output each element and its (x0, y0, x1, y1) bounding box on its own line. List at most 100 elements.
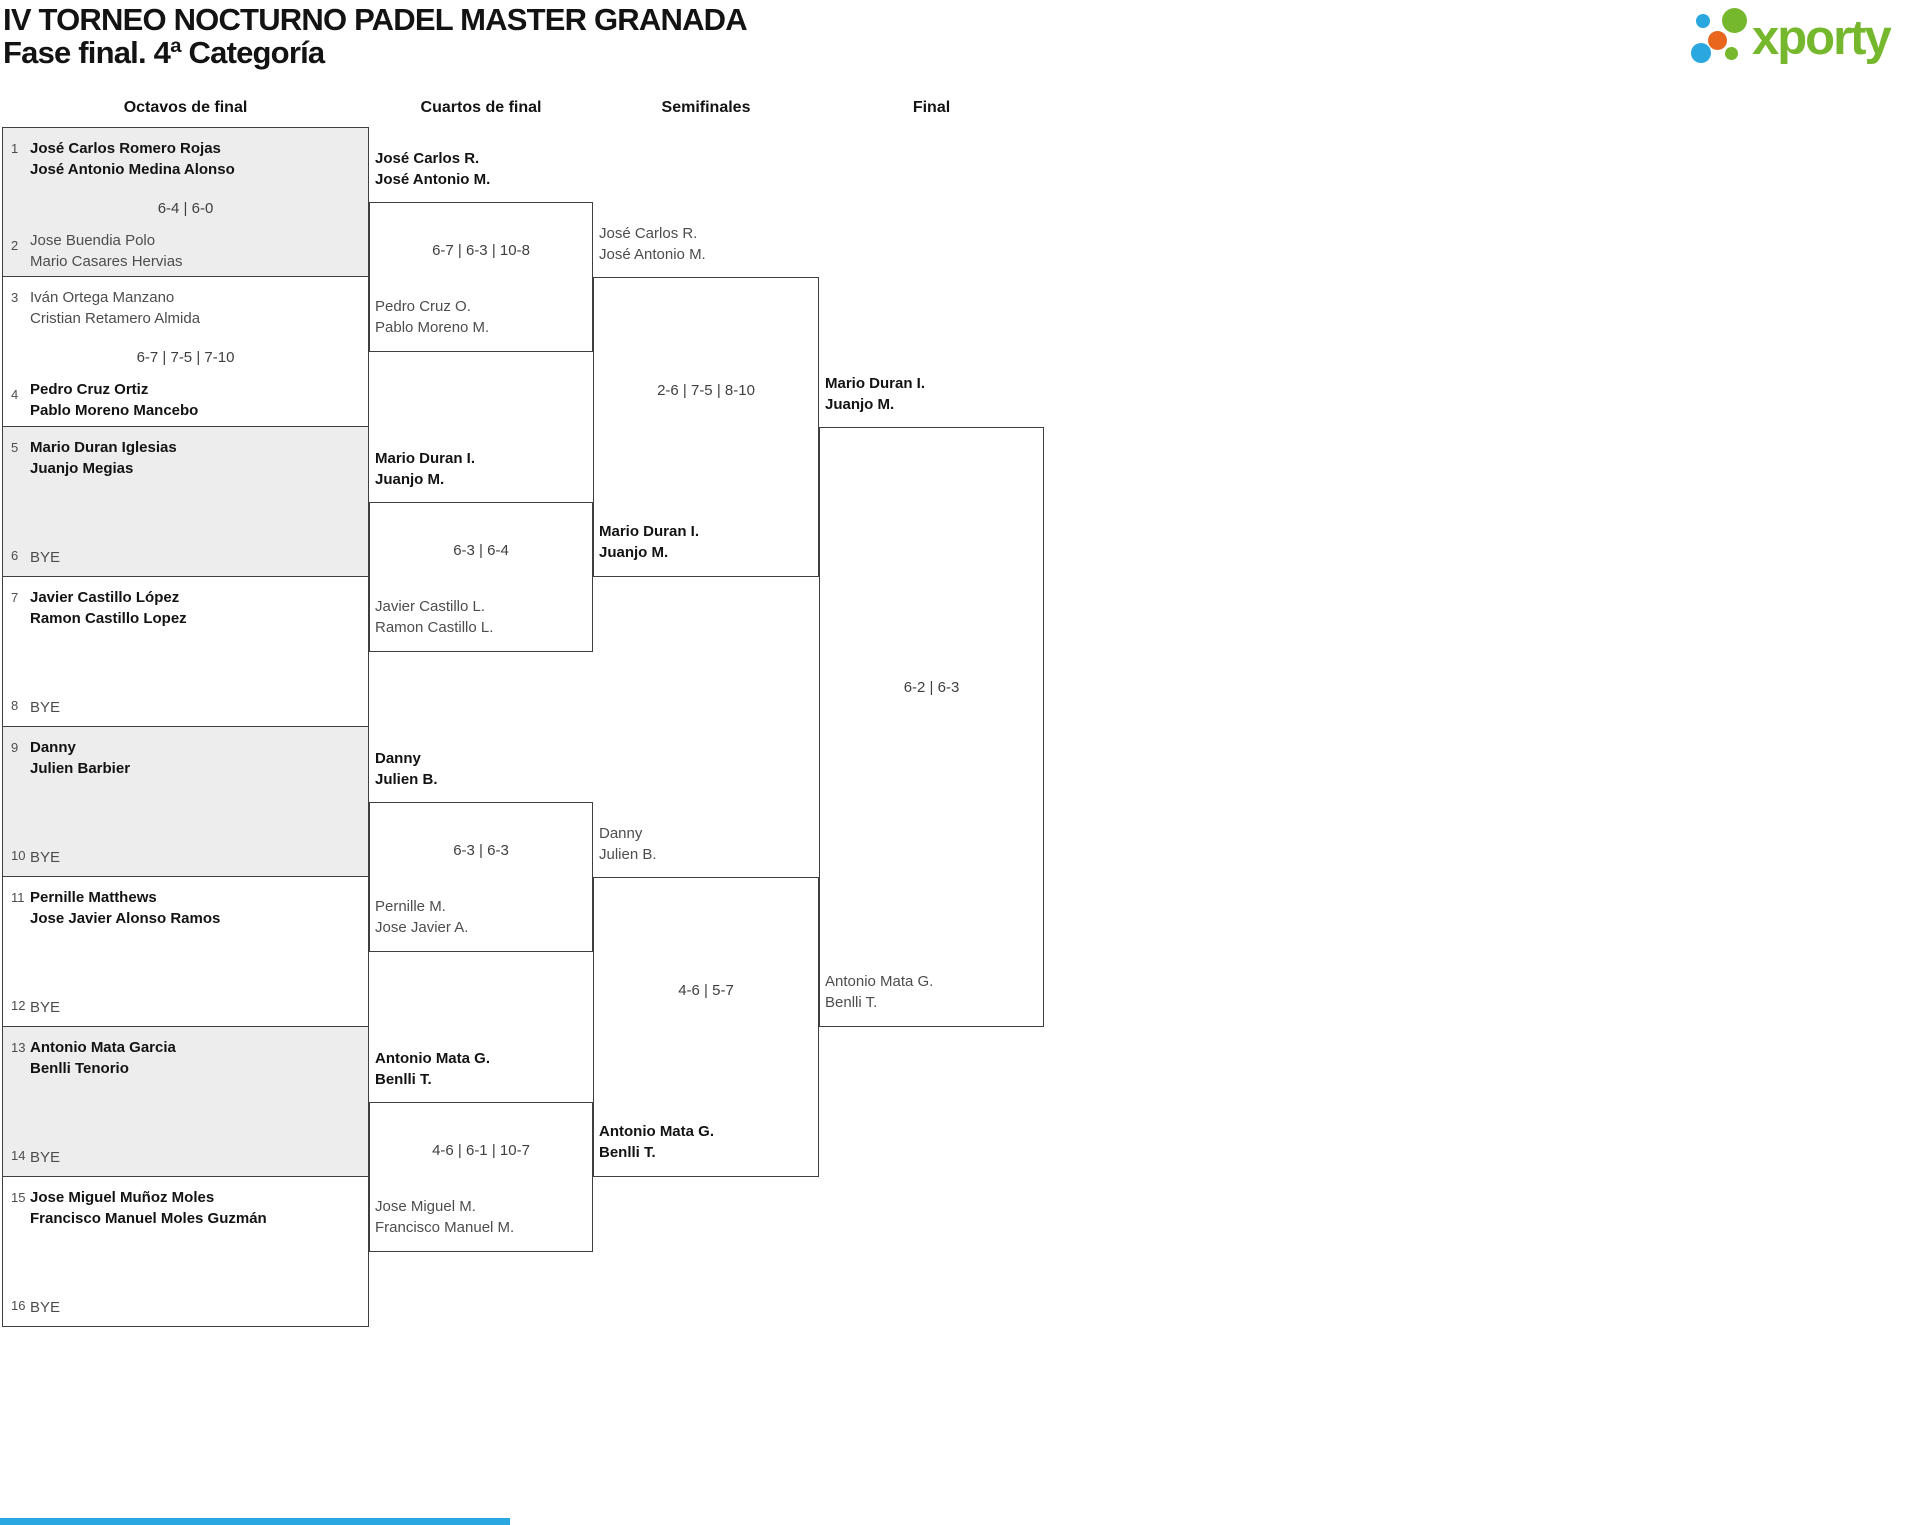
seed-number: 14 (11, 1148, 26, 1163)
entrant-names: Mario Duran I.Juanjo M. (825, 373, 1040, 415)
entrant-names: Pedro Cruz O.Pablo Moreno M. (375, 296, 589, 338)
seed-number: 3 (11, 290, 19, 305)
tournament-subtitle: Fase final. 4ª Categoría (3, 35, 325, 70)
seed-number: 9 (11, 740, 19, 755)
team-name-line: Pablo Moreno Mancebo (30, 402, 199, 419)
team-name-line: Ramon Castillo Lopez (30, 610, 187, 627)
team-name-line: Mario Casares Hervias (30, 253, 183, 270)
team-name-line: BYE (30, 1299, 61, 1316)
team-name-line: Juanjo M. (375, 471, 445, 488)
team-name-line: Jose Javier A. (375, 919, 469, 936)
team-name-line: Benlli T. (599, 1144, 656, 1161)
team-name-line: José Antonio M. (375, 171, 491, 188)
team-name-line: Francisco Manuel M. (375, 1219, 515, 1236)
entrant-names: Pernille M. Jose Javier A. (375, 896, 589, 938)
seed-number: 5 (11, 440, 19, 455)
team-name-line: José Carlos Romero Rojas (30, 140, 221, 157)
round-header-final: Final (912, 99, 951, 116)
team-name-line: Jose Miguel Muñoz Moles (30, 1189, 215, 1206)
seed-number: 6 (11, 548, 19, 563)
bye-label: BYE (30, 1297, 362, 1318)
team-name-line: Pedro Cruz Ortiz (30, 381, 149, 398)
team-name-line: Benlli T. (825, 994, 878, 1011)
match-score: 4-6 | 6-1 | 10-7 (432, 1142, 530, 1159)
logo-dot-green-large (1722, 8, 1747, 33)
team-name-line: Benlli T. (375, 1071, 432, 1088)
tournament-title: IV TORNEO NOCTURNO PADEL MASTER GRANADA (3, 2, 748, 37)
semifinal-box (593, 277, 819, 577)
round-header-semifinales: Semifinales (661, 99, 751, 116)
team-name-line: Juanjo Megias (30, 460, 134, 477)
round-header-cuartos: Cuartos de final (420, 99, 542, 116)
match-score: 6-4 | 6-0 (157, 200, 214, 217)
team-name-line: Antonio Mata G. (825, 973, 934, 990)
team-name-line: Danny (375, 750, 421, 767)
team-name-line: Pernille Matthews (30, 889, 157, 906)
seed-number: 2 (11, 238, 19, 253)
bye-label: BYE (30, 997, 362, 1018)
match-score: 6-2 | 6-3 (903, 679, 960, 696)
team-name-line: BYE (30, 549, 61, 566)
seed-number: 7 (11, 590, 19, 605)
quarterfinal-box (369, 502, 593, 652)
team-name-line: BYE (30, 699, 61, 716)
team-name-line: Cristian Retamero Almida (30, 310, 201, 327)
team-name-line: Juanjo M. (599, 544, 669, 561)
match-score: 4-6 | 5-7 (678, 982, 734, 999)
logo-dot-blue-small (1696, 14, 1710, 28)
seed-number: 12 (11, 998, 26, 1013)
team-name-line: Iván Ortega Manzano (30, 289, 175, 306)
team-name-line: Javier Castillo L. (375, 598, 486, 615)
round-header-octavos: Octavos de final (123, 99, 248, 116)
team-name-line: Jose Buendia Polo (30, 232, 156, 249)
quarterfinal-box (369, 802, 593, 952)
team-name-line: Danny (599, 825, 643, 842)
semifinal-box (593, 877, 819, 1177)
logo-dot-blue-large (1691, 43, 1711, 63)
seed-number: 15 (11, 1190, 26, 1205)
bye-label: BYE (30, 1147, 362, 1168)
logo-dot-green-small (1725, 47, 1738, 60)
team-name-line: Benlli Tenorio (30, 1060, 129, 1077)
team-name-line: Jose Miguel M. (375, 1198, 476, 1215)
entrant-names: Antonio Mata G. Benlli T. (825, 971, 1040, 1013)
bye-label: BYE (30, 697, 362, 718)
team-name-line: Pernille M. (375, 898, 446, 915)
team-name-line: Antonio Mata G. (599, 1123, 714, 1140)
xporty-logo[interactable]: xporty (1686, 2, 1914, 77)
match-score: 6-7 | 7-5 | 7-10 (136, 349, 235, 366)
team-name-line: BYE (30, 999, 61, 1016)
team-name-line: José Carlos R. (599, 225, 698, 242)
team-name-line: Mario Duran I. (375, 450, 476, 467)
team-name-line: Antonio Mata Garcia (30, 1039, 176, 1056)
quarterfinal-box (369, 202, 593, 352)
team-name-line: Pedro Cruz O. (375, 298, 471, 315)
seed-number: 13 (11, 1040, 26, 1055)
bye-label: BYE (30, 847, 362, 868)
match-score: 6-3 | 6-4 (453, 542, 509, 559)
team-name-line: Antonio Mata G. (375, 1050, 490, 1067)
team-name-line: José Antonio Medina Alonso (30, 161, 235, 178)
team-name-line: Julien Barbier (30, 760, 131, 777)
entrant-names: Javier Castillo L.Ramon Castillo L. (375, 596, 589, 638)
footer-accent-bar (0, 1518, 510, 1525)
team-name-line: Jose Javier Alonso Ramos (30, 910, 221, 927)
bye-label: BYE (30, 547, 362, 568)
match-score: 6-7 | 6-3 | 10-8 (432, 242, 530, 259)
seed-number: 4 (11, 387, 19, 402)
team-name-line: Danny (30, 739, 76, 756)
page-title: IV TORNEO NOCTURNO PADEL MASTER GRANADA … (3, 2, 748, 70)
